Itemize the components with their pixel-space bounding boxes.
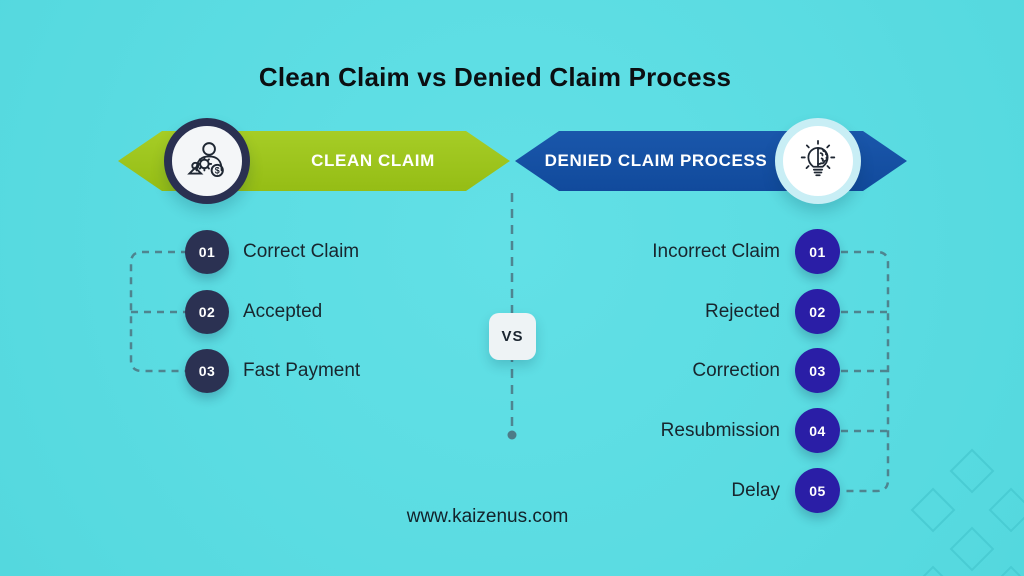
- website-footer: www.kaizenus.com: [406, 506, 569, 527]
- clean-step-row: 02 Accepted: [185, 290, 322, 334]
- step-label: Correction: [692, 359, 780, 381]
- step-label: Incorrect Claim: [652, 240, 780, 262]
- person-gear-dollar-icon: $: [187, 142, 224, 177]
- step-label: Fast Payment: [243, 360, 361, 381]
- page-title: Clean Claim vs Denied Claim Process: [258, 62, 732, 92]
- step-number-badge: 05: [795, 468, 840, 513]
- step-number-badge: 01: [795, 229, 840, 274]
- svg-text:$: $: [215, 166, 220, 176]
- clean-step-row: 01 Correct Claim: [185, 230, 359, 274]
- step-label: Rejected: [705, 300, 780, 322]
- divider-end-dot: [507, 430, 517, 440]
- denied-step-row: Delay 05: [560, 468, 840, 513]
- clean-claim-icon-circle: $: [164, 118, 250, 204]
- step-number-badge: 03: [795, 348, 840, 393]
- step-label: Correct Claim: [243, 241, 360, 262]
- diamond-lattice-decoration: [910, 448, 1024, 576]
- lightbulb-idea-icon: [800, 140, 836, 177]
- denied-step-row: Rejected 02: [560, 289, 840, 334]
- step-number-badge: 03: [185, 349, 229, 393]
- step-number-badge: 02: [185, 290, 229, 334]
- clean-step-row: 03 Fast Payment: [185, 349, 360, 393]
- step-label: Resubmission: [660, 419, 780, 441]
- clean-claim-banner-label: CLEAN CLAIM: [311, 151, 435, 170]
- denied-step-row: Incorrect Claim 01: [560, 229, 840, 274]
- step-label: Accepted: [243, 301, 323, 322]
- denied-claim-banner-label: DENIED CLAIM PROCESS: [544, 151, 768, 170]
- denied-step-row: Correction 03: [560, 348, 840, 393]
- step-number-badge: 02: [795, 289, 840, 334]
- vs-badge: VS: [489, 313, 536, 360]
- step-number-badge: 04: [795, 408, 840, 453]
- denied-step-row: Resubmission 04: [560, 408, 840, 453]
- step-label: Delay: [731, 479, 780, 501]
- denied-claim-icon-circle: [775, 118, 861, 204]
- step-number-badge: 01: [185, 230, 229, 274]
